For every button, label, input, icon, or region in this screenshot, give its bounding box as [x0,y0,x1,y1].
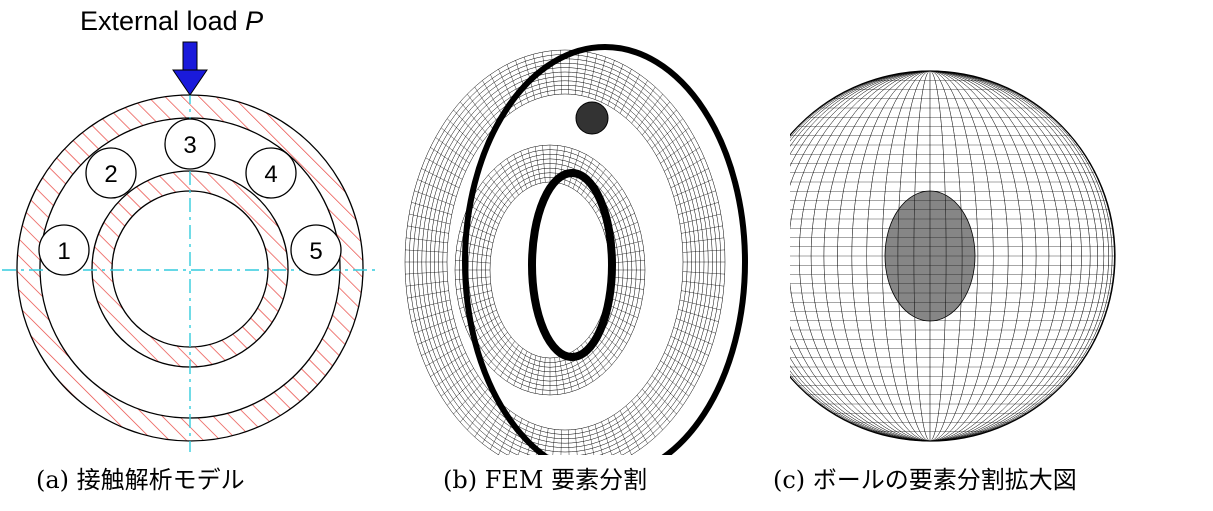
inner-ring-mesh [454,144,646,396]
ball-4: 4 [245,147,297,199]
fem-mesh-diagram [404,44,748,455]
ball-mesh-diagram [790,70,1116,442]
contact-model-diagram: 1 2 3 4 5 [2,41,378,452]
inner-ring [91,170,289,368]
load-symbol: P [245,6,264,36]
ball-5-label: 5 [309,238,322,265]
fem-ball-icon [575,101,609,135]
ball-1-label: 1 [57,238,70,265]
ball-2-label: 2 [104,161,117,188]
caption-b: (b) FEM 要素分割 [443,466,648,494]
external-load-label: External load P [80,6,263,37]
caption-c: (c) ボールの要素分割拡大図 [773,466,1077,494]
load-arrow-icon [172,41,208,96]
contact-region-mesh [884,190,976,322]
outer-ring-mesh [404,49,726,455]
load-label-text: External load [80,6,238,36]
inner-ring-groove [528,169,616,361]
outer-ring-groove [462,44,748,455]
ball-4-label: 4 [264,161,277,188]
ball-3-label: 3 [183,132,196,159]
ball-3: 3 [164,118,216,170]
caption-a: (a) 接触解析モデル [36,466,245,494]
ball-2: 2 [85,147,137,199]
ball-5: 5 [290,224,342,276]
ball-1: 1 [38,224,90,276]
outer-ring [16,94,364,442]
